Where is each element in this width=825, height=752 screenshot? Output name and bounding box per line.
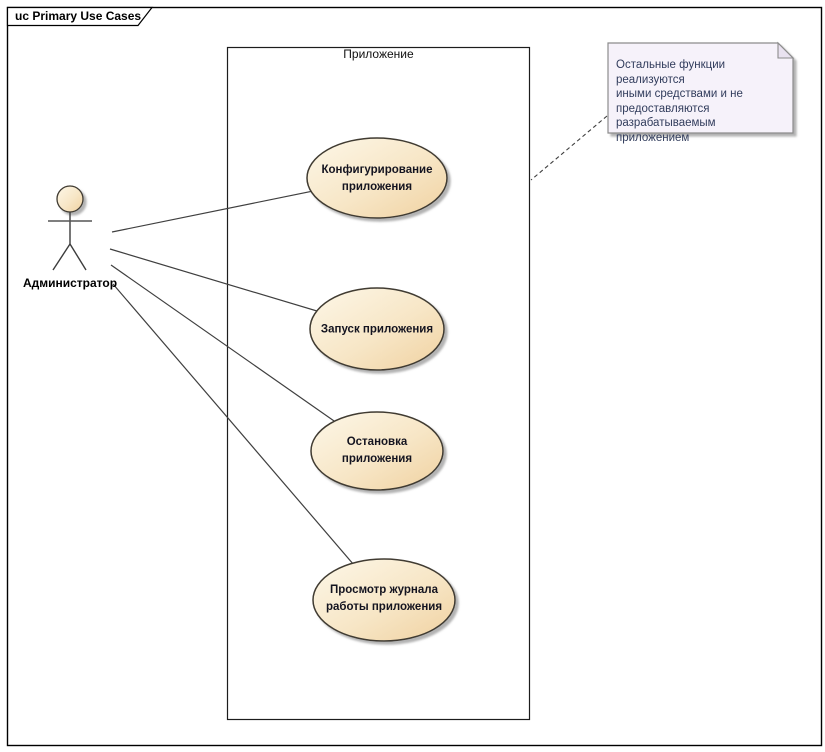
actor-head <box>56 185 84 213</box>
note-element[interactable] <box>607 41 795 134</box>
actor-leg-right <box>69 243 87 271</box>
note-link-dashed[interactable] <box>530 115 608 181</box>
usecases-group <box>306 137 456 642</box>
association-admin-stop[interactable] <box>110 264 378 452</box>
association-admin-viewlog[interactable] <box>112 283 385 601</box>
usecase-ellipse-configure-app[interactable] <box>306 137 448 219</box>
usecase-ellipse-stop-app[interactable] <box>310 411 444 491</box>
usecase-ellipse-view-log[interactable] <box>312 558 456 642</box>
usecase-ellipse-start-app[interactable] <box>309 287 445 371</box>
frame-title-tab <box>6 6 154 27</box>
actor-leg-left <box>52 243 71 271</box>
actor-administrator[interactable] <box>48 185 92 271</box>
associations-group <box>109 177 385 601</box>
note-body[interactable] <box>607 42 794 134</box>
note-fold-corner-icon <box>777 41 795 59</box>
